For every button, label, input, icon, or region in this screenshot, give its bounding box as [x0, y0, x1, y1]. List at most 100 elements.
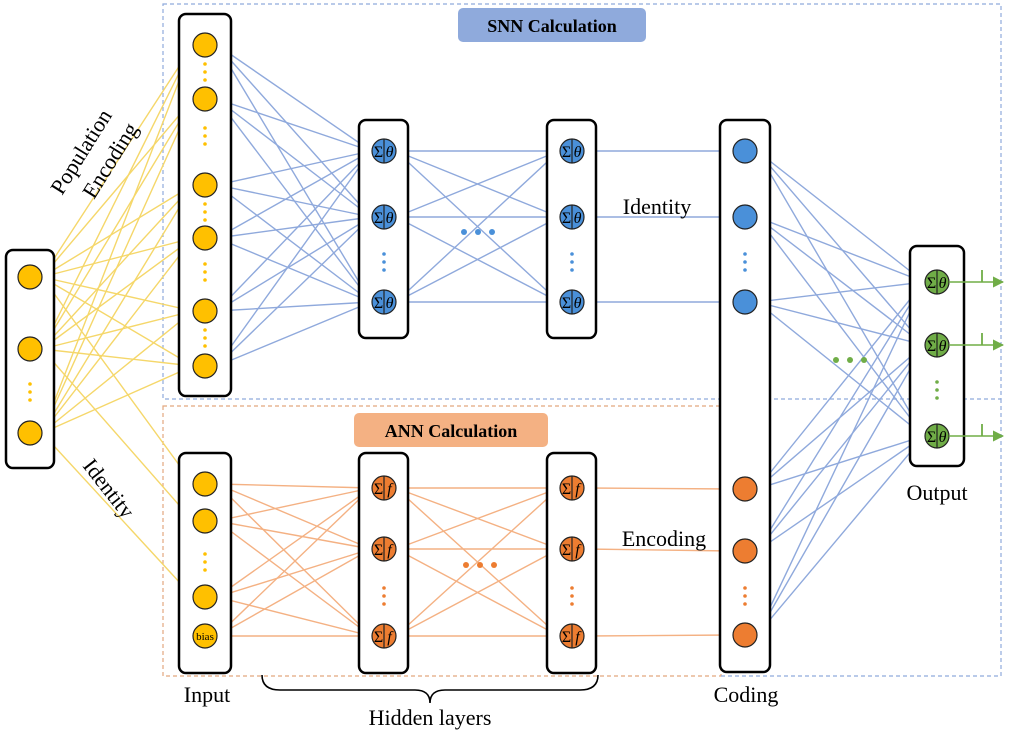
identity-edge — [41, 432, 194, 598]
snn-edge — [216, 237, 372, 304]
encoding-coding-edge — [583, 630, 733, 640]
output-spike-arrow — [949, 270, 1005, 288]
source-neuron — [17, 264, 43, 290]
coding-output-edge — [756, 344, 925, 552]
sigma-symbol: Σ — [562, 481, 571, 498]
population-encoding-edge — [41, 44, 194, 278]
ann-edge — [216, 483, 372, 637]
ann-input-ellipsis — [203, 552, 207, 572]
population-encoding-edge — [41, 365, 194, 434]
activation-symbol: f — [387, 629, 394, 646]
snn-edge — [216, 98, 372, 153]
population-encoding-edge — [41, 44, 194, 434]
output-spike-arrow — [949, 424, 1005, 442]
sigma-symbol: Σ — [562, 210, 571, 227]
activation-symbol: θ — [574, 295, 582, 312]
activation-symbol: θ — [939, 338, 947, 355]
snn-input-ellipsis — [203, 62, 207, 82]
snn-calculation-title-text: SNN Calculation — [487, 16, 617, 36]
sigma-symbol: Σ — [927, 338, 936, 355]
coding-output-edge — [756, 150, 925, 437]
coding-output-edge — [756, 281, 925, 636]
activation-symbol: θ — [386, 295, 394, 312]
population-encoding-edge — [41, 276, 194, 367]
sigma-symbol: Σ — [562, 542, 571, 559]
ann-edge — [216, 487, 372, 598]
snn-edge — [216, 184, 372, 303]
coding-output-edge — [756, 435, 925, 636]
coding-ann-neuron — [732, 622, 758, 648]
source-neuron — [17, 420, 43, 446]
population-encoding-edge — [41, 184, 194, 434]
snn-edge — [216, 150, 372, 312]
encoding-coding-edge — [583, 484, 733, 494]
sigma-symbol: Σ — [562, 144, 571, 161]
output-ellipsis — [935, 380, 939, 400]
ann-edge — [216, 520, 372, 637]
sigma-symbol: Σ — [374, 295, 383, 312]
output-spikes — [949, 270, 1005, 442]
hidden-layers-brace — [261, 674, 599, 704]
source-neuron — [17, 336, 43, 362]
snn-input-neuron — [192, 225, 218, 251]
encoding-coding-edge — [583, 545, 733, 556]
snn-edge — [216, 297, 372, 312]
snn-edge — [216, 148, 372, 186]
bias-neuron: bias — [192, 623, 218, 649]
sigma-symbol: Σ — [374, 144, 383, 161]
coding-output-edge — [756, 216, 925, 346]
coding-snn-ellipsis — [743, 252, 747, 272]
coding-output-edge — [756, 435, 925, 552]
snn-input-ellipsis — [203, 202, 207, 222]
sigma-symbol: Σ — [374, 481, 383, 498]
connection-edges — [41, 44, 925, 641]
source-ellipsis — [28, 382, 32, 402]
snn-edge — [216, 300, 372, 367]
activation-symbol: f — [575, 542, 582, 559]
sigma-symbol: Σ — [562, 629, 571, 646]
ann-hidden-1-ellipsis — [382, 586, 386, 606]
identity-label-mid: Identity — [623, 194, 691, 219]
coding-layer-box — [718, 118, 772, 674]
ann-hidden-layers-ellipsis — [463, 562, 497, 568]
coding-output-edge — [756, 301, 925, 348]
coding-output-edge — [756, 216, 925, 437]
activation-symbol: f — [387, 481, 394, 498]
bias-label: bias — [196, 631, 214, 643]
hidden-layers-label: Hidden layers — [369, 705, 492, 730]
ann-edge — [216, 485, 372, 522]
snn-edge — [216, 44, 372, 303]
snn-edge — [216, 98, 372, 218]
ann-calculation-title-text: ANN Calculation — [385, 421, 518, 441]
snn-input-ellipsis — [203, 328, 207, 348]
snn-input-neuron — [192, 298, 218, 324]
population-encoding-edge — [41, 98, 194, 278]
snn-hidden-2-ellipsis — [570, 252, 574, 272]
activation-symbol: θ — [574, 144, 582, 161]
coding-output-edge — [756, 150, 925, 346]
ann-input-neuron — [192, 508, 218, 534]
population-encoding-edge — [41, 237, 194, 278]
sigma-symbol: Σ — [927, 429, 936, 446]
ann-edge — [395, 486, 560, 550]
coding-output-edge — [756, 281, 925, 490]
snn-edge — [395, 149, 560, 218]
ann-edge — [216, 487, 372, 637]
activation-symbol: f — [575, 629, 582, 646]
ann-edge — [216, 546, 372, 598]
sigma-symbol: Σ — [374, 629, 383, 646]
output-spike-arrow — [949, 333, 1005, 351]
ann-edge — [216, 548, 372, 637]
identity-label-left: Identity — [78, 454, 140, 523]
activation-symbol: f — [387, 542, 394, 559]
activation-symbol: θ — [386, 210, 394, 227]
